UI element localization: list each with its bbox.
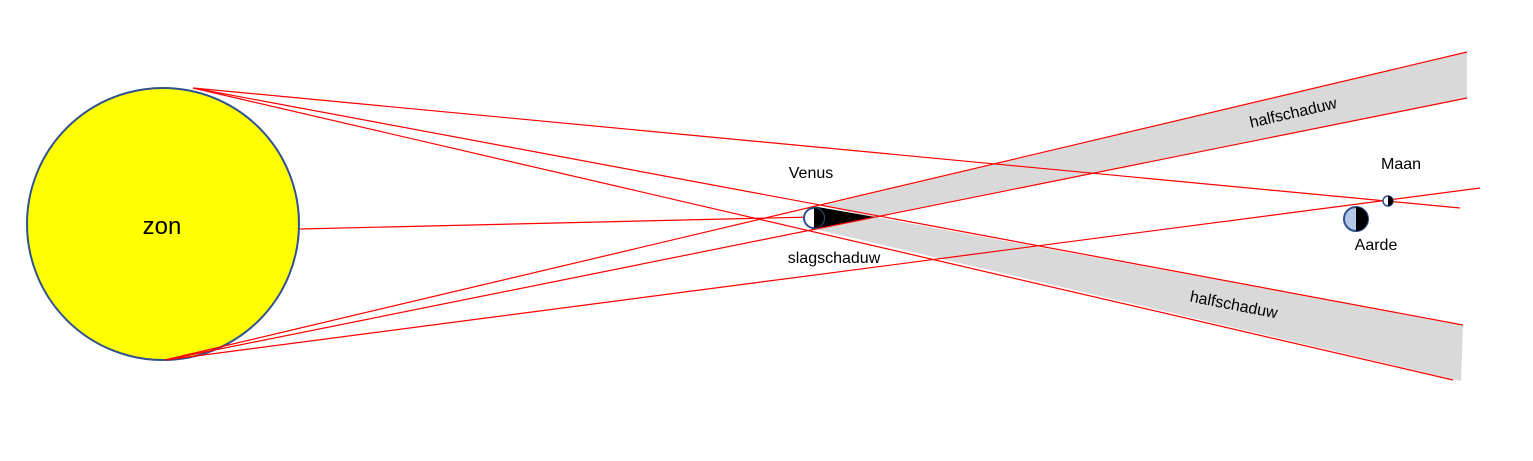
sun-label: zon bbox=[143, 213, 182, 240]
ray bbox=[164, 187, 1481, 361]
moon bbox=[1382, 195, 1394, 207]
sun bbox=[26, 87, 300, 361]
moon-label: Maan bbox=[1381, 156, 1421, 173]
venus bbox=[803, 207, 825, 229]
ray bbox=[192, 87, 1464, 326]
ray bbox=[164, 97, 1468, 361]
penumbra-upper-band bbox=[820, 52, 1467, 217]
ray bbox=[299, 216, 813, 230]
penumbra-lower-band bbox=[815, 217, 1463, 381]
earth-label: Aarde bbox=[1355, 237, 1398, 254]
venus-label: Venus bbox=[789, 165, 833, 182]
ray bbox=[164, 51, 1468, 361]
ray bbox=[192, 87, 1454, 381]
umbra-cone bbox=[812, 206, 875, 230]
ray bbox=[192, 87, 1461, 209]
earth bbox=[1343, 206, 1369, 232]
umbra-label: slagschaduw bbox=[788, 250, 881, 267]
light-rays bbox=[164, 51, 1481, 381]
